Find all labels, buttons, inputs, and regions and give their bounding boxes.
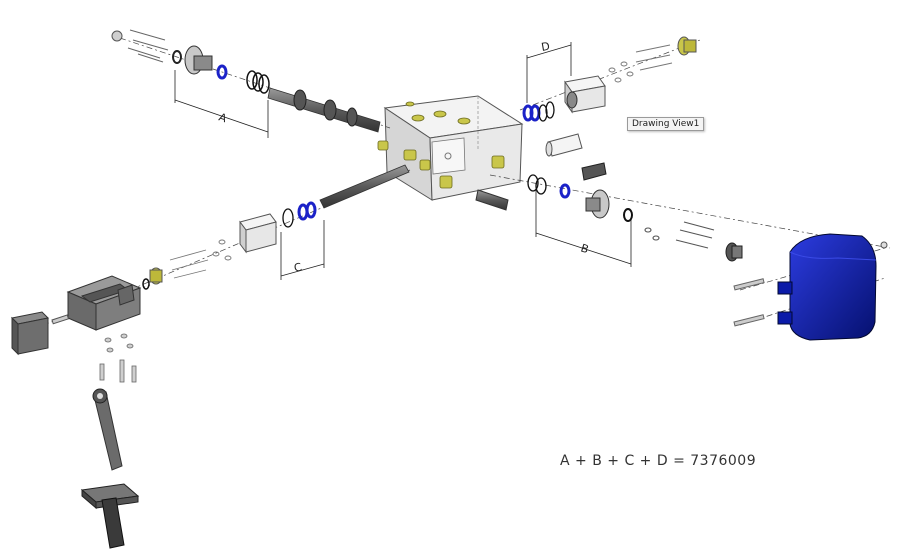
o-rings-right — [527, 174, 547, 195]
o-ring-small — [142, 278, 150, 290]
stem-right — [475, 189, 509, 211]
spool-shaft-lower — [319, 164, 410, 209]
seal-rings-blue-lower — [297, 201, 317, 221]
bolt-set-top-right — [608, 44, 673, 83]
drawing-view-tooltip: Drawing View1 — [627, 117, 705, 131]
manifold-ports — [377, 101, 505, 189]
cartridge-cap-right — [585, 189, 610, 219]
bolt-set-lower-left — [169, 239, 232, 279]
dimension-label-d: D — [540, 40, 551, 54]
lever-screws — [99, 333, 137, 383]
yellow-cap-top-right — [677, 36, 697, 56]
o-ring-right — [623, 208, 633, 222]
blue-housing[interactable] — [777, 233, 888, 341]
cover-screw — [51, 314, 70, 325]
right-cartridge[interactable] — [475, 174, 743, 262]
manifold-cover-plate — [431, 137, 466, 175]
spool-shaft-left — [267, 87, 381, 133]
dimension-formula: A + B + C + D = 7376009 — [560, 453, 757, 469]
lever-handle[interactable] — [92, 388, 123, 471]
seal-ring-blue — [216, 64, 228, 80]
cartridge-cap — [184, 45, 213, 75]
actuator-bracket[interactable] — [66, 275, 142, 331]
manifold-block[interactable] — [377, 95, 524, 201]
dimension-b: B — [535, 190, 632, 267]
end-nut-right — [725, 242, 743, 262]
dimension-label-c: C — [293, 260, 304, 275]
o-ring-lower — [282, 208, 294, 228]
middle-right-insert[interactable] — [545, 133, 607, 181]
seal-ring-blue-right — [559, 183, 571, 199]
lower-left-valve[interactable] — [142, 164, 410, 290]
seal-rings-blue-top — [522, 104, 541, 122]
dimension-d: D — [526, 40, 572, 103]
end-cover-plate[interactable] — [10, 311, 50, 356]
dimension-label-a: A — [217, 111, 229, 126]
housing-screws — [733, 278, 765, 327]
bolt-set-top-left — [127, 29, 169, 63]
dimension-label-b: B — [579, 241, 590, 256]
lever-base[interactable] — [80, 483, 140, 549]
bolt-head — [111, 30, 123, 42]
bolt-set-right — [644, 221, 715, 249]
o-ring — [172, 50, 182, 64]
screw-head — [880, 241, 888, 249]
spring-rings — [246, 70, 270, 94]
valve-housing-lower — [239, 213, 277, 254]
dimension-c: C — [280, 220, 325, 280]
top-right-valve[interactable] — [522, 36, 697, 122]
valve-housing-top — [564, 75, 606, 114]
top-left-cartridge[interactable] — [111, 29, 381, 133]
yellow-cap-lower-left — [149, 267, 163, 285]
o-rings-top — [538, 101, 555, 122]
dimension-a: A — [174, 70, 269, 138]
